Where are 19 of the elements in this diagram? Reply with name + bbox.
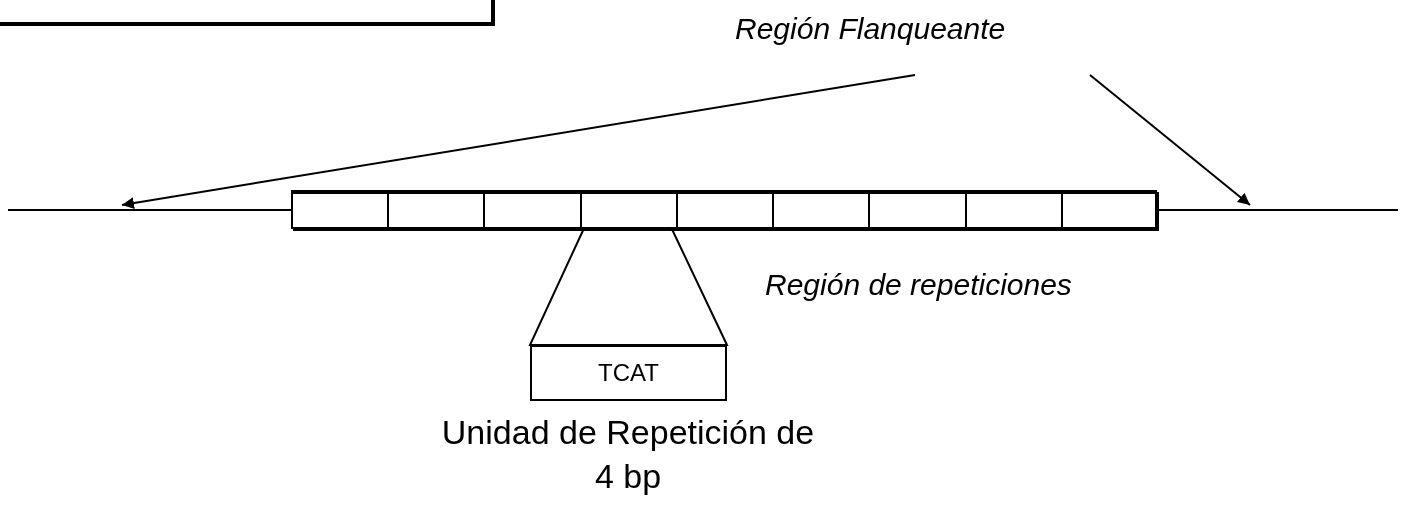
repeat-unit-cell bbox=[1062, 192, 1159, 231]
arrow bbox=[1089, 74, 1251, 206]
repeat-unit-box: TCAT bbox=[530, 345, 727, 401]
unit-caption: Unidad de Repetición de 4 bp bbox=[440, 412, 816, 497]
repeat-unit-cell bbox=[293, 192, 390, 231]
region-label: Región Flanqueante bbox=[735, 12, 1035, 58]
repeat-unit-cell bbox=[774, 192, 871, 231]
expansion-lines bbox=[528, 228, 729, 346]
repeat-unit-cell bbox=[870, 192, 967, 231]
repeat-unit-cell bbox=[485, 192, 582, 231]
repeat-unit-cell bbox=[581, 192, 678, 231]
region-caption: Región de repeticiones bbox=[765, 268, 1072, 302]
repeat-unit-cell bbox=[677, 192, 775, 231]
repeat-unit-cell bbox=[966, 192, 1063, 231]
flanking-line bbox=[8, 209, 291, 211]
repeat-unit-cell bbox=[389, 192, 486, 231]
arrow bbox=[121, 74, 916, 209]
repeat-region-bar bbox=[291, 190, 1157, 229]
flanking-line bbox=[1157, 209, 1398, 211]
